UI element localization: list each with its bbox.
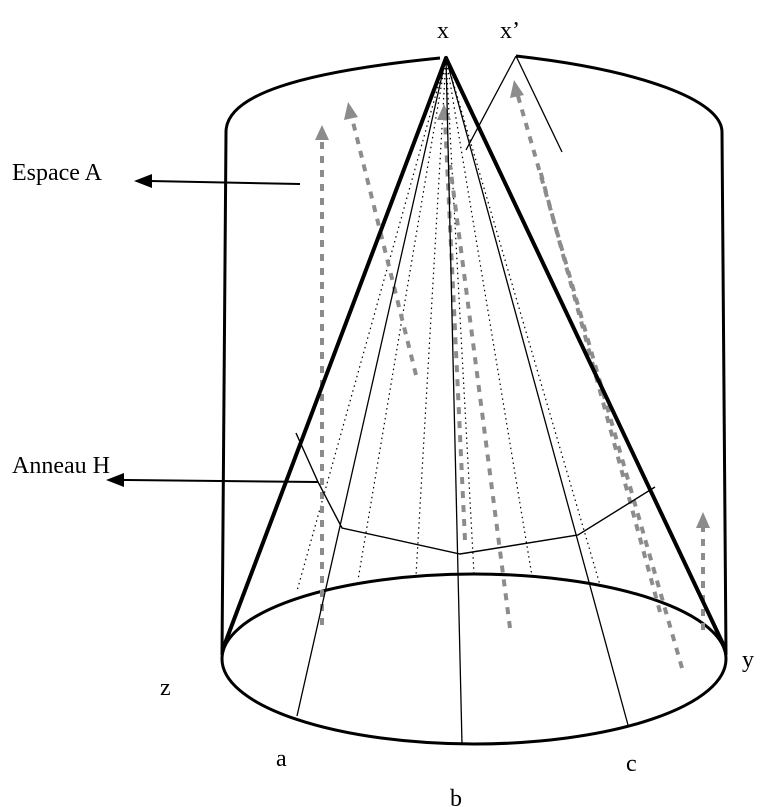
flow-arrow-line <box>443 119 467 541</box>
flow-arrow-line <box>350 117 418 376</box>
flow-arrowhead <box>437 104 451 120</box>
cone-left-edge <box>222 56 448 648</box>
x-prime-line-left <box>465 55 517 151</box>
label-x: x <box>437 18 449 44</box>
label-arrows <box>106 174 319 487</box>
cylinder-left-wall <box>220 131 228 656</box>
label-y: y <box>742 647 754 673</box>
label-a: a <box>276 746 287 772</box>
label-b: b <box>450 786 462 807</box>
cone-right-edge <box>444 56 726 648</box>
x-prime-line-right <box>515 55 563 153</box>
line-to-c <box>445 57 629 726</box>
cylinder-right-wall <box>720 131 728 656</box>
line-to-b <box>445 57 463 745</box>
labels: x x’ Espace A Anneau H z y a b c <box>12 18 754 807</box>
dotted-line <box>296 57 447 592</box>
cylinder <box>220 54 728 746</box>
flow-arrowhead <box>344 102 358 120</box>
espace-arrow-line <box>149 180 301 185</box>
label-x-prime: x’ <box>500 18 520 44</box>
anneau-arrowhead <box>106 473 124 487</box>
cylinder-top-arc <box>224 54 724 133</box>
flow-arrowhead <box>315 125 329 140</box>
dotted-line <box>445 57 533 577</box>
label-z: z <box>160 675 171 701</box>
dotted-line <box>415 57 447 577</box>
label-anneau-h: Anneau H <box>12 453 110 479</box>
espace-arrowhead <box>134 174 152 188</box>
label-espace-a: Espace A <box>12 160 103 186</box>
flow-arrowhead <box>696 512 710 528</box>
anneau-arrow-line <box>121 479 319 483</box>
cone-outline <box>222 56 726 648</box>
line-to-a <box>296 57 447 717</box>
cylinder-base-ellipse <box>220 572 728 746</box>
flow-arrowhead <box>510 80 524 98</box>
dotted-line <box>445 57 475 575</box>
x-prime-lines <box>465 55 563 153</box>
cone-dotted-lines <box>296 57 601 592</box>
cone-solid-lines <box>296 57 629 745</box>
dotted-line <box>357 57 447 581</box>
flow-arrow-line <box>538 169 662 613</box>
anneau-h-ring <box>295 432 656 555</box>
label-c: c <box>626 751 637 777</box>
